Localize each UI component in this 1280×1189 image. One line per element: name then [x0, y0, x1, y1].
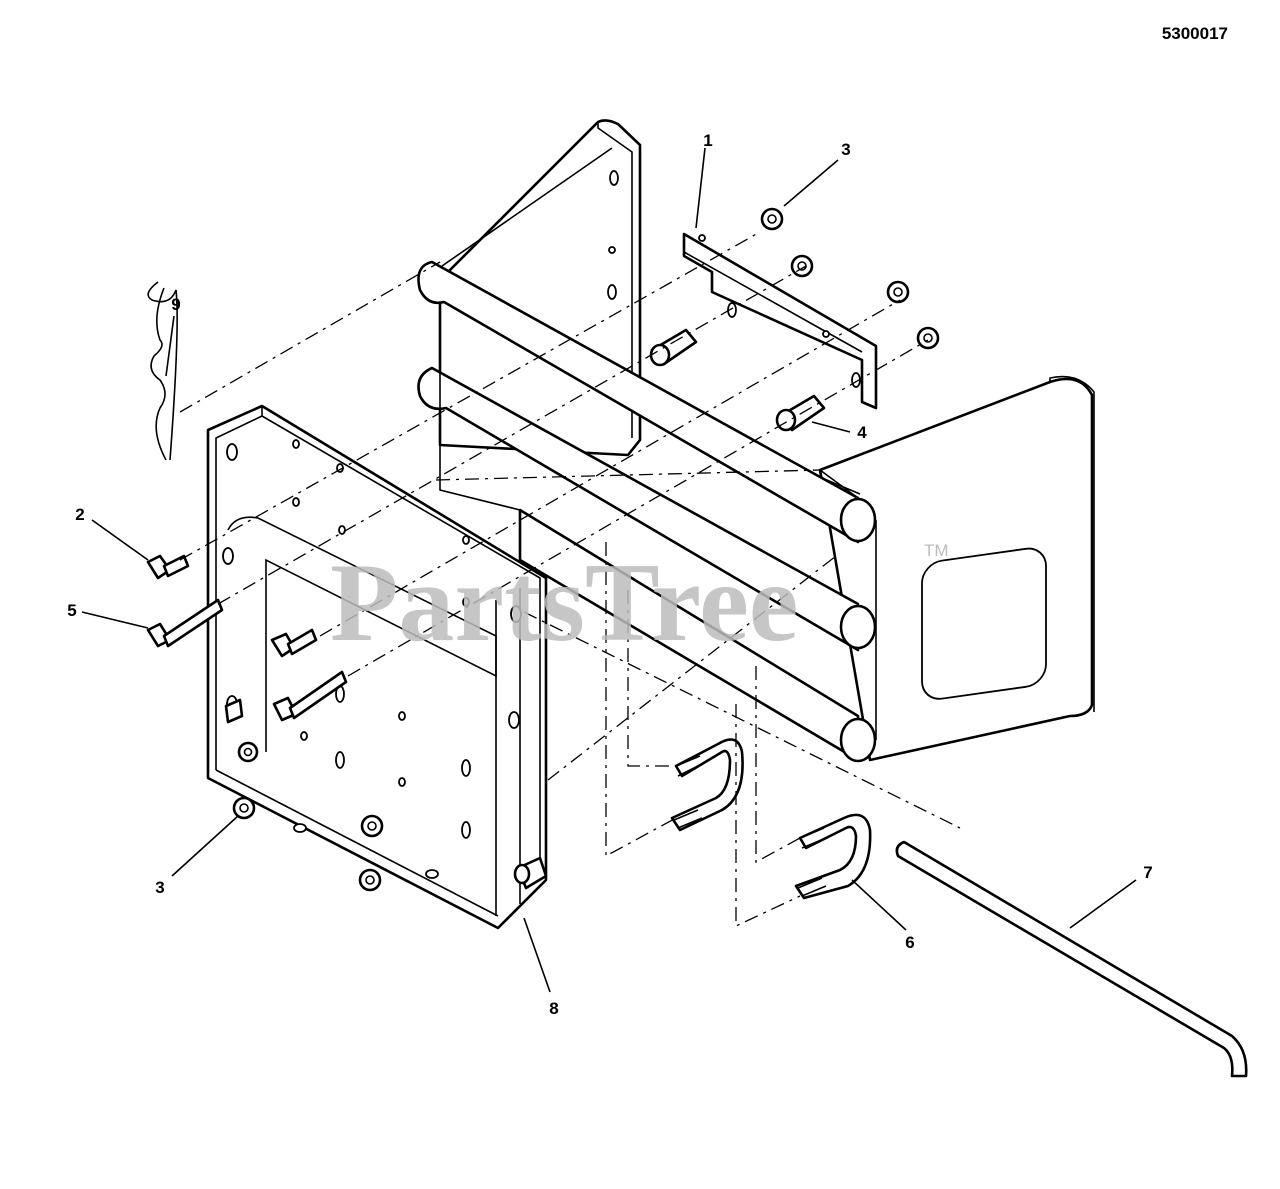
callout-1: 1 — [703, 131, 712, 150]
callout-6: 6 — [905, 933, 914, 952]
hitch-pin-part-7 — [895, 840, 1248, 1078]
callout-2: 2 — [75, 505, 84, 524]
callout-8: 8 — [549, 999, 558, 1018]
u-bolt-part-6 — [670, 738, 872, 900]
flange-nuts-bottom-part-3 — [232, 796, 382, 892]
callout-9: 9 — [171, 295, 180, 314]
watermark-text: PartsTree — [330, 541, 799, 665]
flange-nuts-top-part-3 — [760, 207, 940, 350]
hitch-pin-clip-part-9 — [147, 281, 178, 461]
watermark-trademark: TM — [924, 541, 949, 560]
callout-3-bottom: 3 — [155, 878, 164, 897]
assembly-lines — [179, 231, 961, 928]
document-number: 5300017 — [1162, 24, 1228, 43]
callouts: 1 2 3 3 4 5 6 7 8 9 — [67, 131, 1152, 1018]
bolt-part-5 — [146, 598, 348, 722]
bolt-part-2 — [146, 554, 318, 658]
watermark: PartsTree TM — [330, 541, 949, 665]
mount-plate-part-8 — [206, 404, 548, 930]
callout-3-top: 3 — [841, 140, 850, 159]
callout-7: 7 — [1143, 863, 1152, 882]
spacer-part-4 — [649, 328, 826, 432]
callout-5: 5 — [67, 601, 76, 620]
callout-4: 4 — [857, 423, 867, 442]
leader-lines — [81, 147, 1137, 993]
